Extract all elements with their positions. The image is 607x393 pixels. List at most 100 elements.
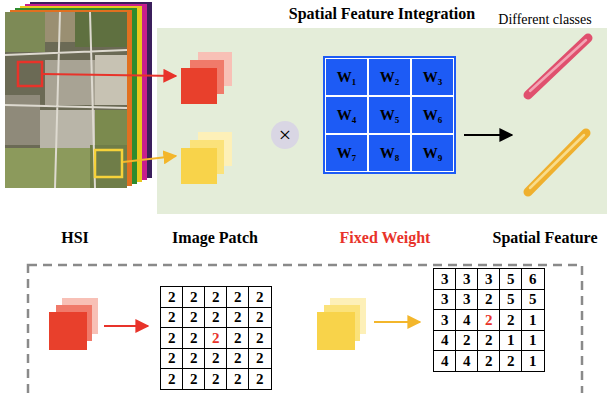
table-cell: 2 xyxy=(204,348,228,370)
table-cell: 2 xyxy=(477,309,501,331)
feature-bar xyxy=(528,38,588,95)
weight-cell: W₂ xyxy=(368,58,411,96)
weight-label: W₂ xyxy=(380,69,400,86)
feature-bar-highlight xyxy=(530,135,584,188)
table-cell: 2 xyxy=(477,289,501,311)
weight-cell: W₁ xyxy=(325,58,368,96)
table-cell: 2 xyxy=(160,286,184,308)
red-patch-small xyxy=(49,298,98,350)
table-cell: 2 xyxy=(226,368,250,390)
table-cell: 2 xyxy=(248,286,272,308)
table-cell: 3 xyxy=(455,289,479,311)
table-cell: 3 xyxy=(433,268,457,290)
weight-cell: W₆ xyxy=(411,96,454,134)
table-cell: 3 xyxy=(455,268,479,290)
yellow-arrow xyxy=(374,321,420,323)
weight-cell: W₈ xyxy=(368,134,411,172)
section-label: Spatial Feature xyxy=(492,230,597,246)
land-patch xyxy=(5,148,90,188)
multiply-circle xyxy=(271,121,299,149)
table-cell: 2 xyxy=(226,307,250,329)
land-patch xyxy=(5,12,45,52)
table-cell: 1 xyxy=(499,330,523,352)
land-patch xyxy=(95,55,127,105)
weight-cell: W₇ xyxy=(325,134,368,172)
table-cell: 2 xyxy=(204,327,228,349)
table-cell: 3 xyxy=(477,268,501,290)
table-cell: 2 xyxy=(477,350,501,372)
table-cell: 4 xyxy=(455,350,479,372)
table-cell: 2 xyxy=(248,368,272,390)
table-cell: 2 xyxy=(455,330,479,352)
road-lines xyxy=(5,12,127,188)
dashed-box xyxy=(28,265,582,393)
table-cell: 2 xyxy=(182,286,206,308)
table-cell: 2 xyxy=(182,327,206,349)
table-cell: 2 xyxy=(160,348,184,370)
weight-label: W₉ xyxy=(423,145,443,162)
red-arrow xyxy=(104,325,148,327)
black-arrow xyxy=(464,134,512,136)
table-cell: 2 xyxy=(248,307,272,329)
patch-layer xyxy=(181,148,217,184)
weight-cell: W₄ xyxy=(325,96,368,134)
weight-grid-back xyxy=(323,56,456,174)
section-label: Image Patch xyxy=(172,230,258,246)
table-cell: 3 xyxy=(433,289,457,311)
feature-bar xyxy=(528,133,586,192)
patch-layer xyxy=(317,312,355,350)
table-cell: 4 xyxy=(455,309,479,331)
class-caption: Different classes xyxy=(498,13,591,27)
figure-title: Spatial Feature Integration xyxy=(289,6,475,22)
table-cell: 2 xyxy=(499,309,523,331)
section-label: Fixed Weight xyxy=(340,230,431,246)
table-cell: 2 xyxy=(204,368,228,390)
hsi-image xyxy=(5,12,127,188)
weight-label: W₅ xyxy=(380,107,400,124)
table-cell: 2 xyxy=(248,327,272,349)
land-patch xyxy=(95,110,127,145)
table-cell: 2 xyxy=(160,307,184,329)
table-cell: 2 xyxy=(182,348,206,370)
table-cell: 2 xyxy=(226,286,250,308)
patch-marker xyxy=(18,62,42,86)
weight-label: W₈ xyxy=(380,145,400,162)
table-cell: 2 xyxy=(226,348,250,370)
table-cell: 2 xyxy=(499,350,523,372)
multiply-sign: × xyxy=(279,124,291,146)
weight-label: W₁ xyxy=(337,69,357,86)
weight-cell: W₅ xyxy=(368,96,411,134)
table-cell: 2 xyxy=(477,330,501,352)
table-cell: 2 xyxy=(182,307,206,329)
table-cell: 6 xyxy=(521,268,545,290)
table-cell: 2 xyxy=(204,286,228,308)
weight-label: W₃ xyxy=(423,69,443,86)
green-panel xyxy=(157,28,607,214)
table-cell: 3 xyxy=(433,309,457,331)
yellow-patch xyxy=(181,132,232,184)
table-cell: 4 xyxy=(433,330,457,352)
red-patch xyxy=(181,52,232,104)
table-cell: 2 xyxy=(226,327,250,349)
table-cell: 1 xyxy=(521,309,545,331)
section-label: HSI xyxy=(61,230,89,246)
weight-label: W₄ xyxy=(337,107,357,124)
table-cell: 1 xyxy=(521,350,545,372)
hsi-cube xyxy=(5,2,152,188)
feature-bar-highlight xyxy=(530,40,586,91)
table-cell: 5 xyxy=(521,289,545,311)
patch-layer xyxy=(181,68,217,104)
table-cell: 2 xyxy=(160,368,184,390)
land-patch xyxy=(5,95,40,145)
table-cell: 2 xyxy=(182,368,206,390)
patch-marker xyxy=(95,150,122,177)
table-cell: 2 xyxy=(160,327,184,349)
table-cell: 2 xyxy=(248,348,272,370)
table-cell: 5 xyxy=(499,268,523,290)
table-cell: 5 xyxy=(499,289,523,311)
land-patch xyxy=(75,12,127,47)
yellow-patch-small xyxy=(317,298,366,350)
table-cell: 2 xyxy=(204,307,228,329)
weight-cell: W₉ xyxy=(411,134,454,172)
